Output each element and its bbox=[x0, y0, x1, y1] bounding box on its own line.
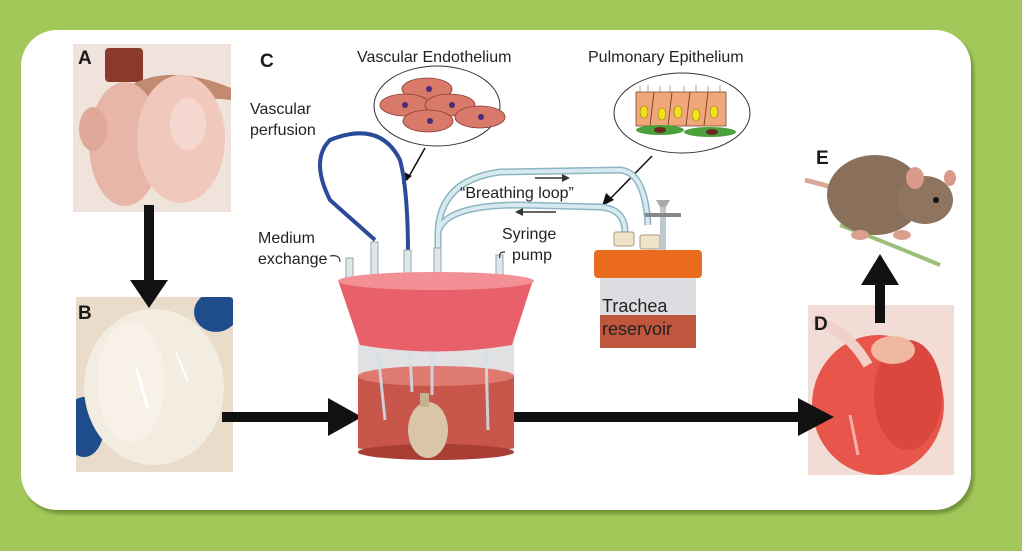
photo-native-lung bbox=[73, 44, 231, 212]
photo-regenerated-lung bbox=[808, 305, 954, 475]
label-syringe-pump-2: pump bbox=[512, 247, 553, 264]
photo-decellularized-lung bbox=[76, 297, 233, 472]
label-pulmonary-epithelium: Pulmonary Epithelium bbox=[588, 49, 744, 66]
label-vascular-perfusion-2: perfusion bbox=[250, 122, 316, 139]
epithelial-cells bbox=[635, 85, 736, 137]
photo-rat bbox=[800, 140, 960, 270]
panel-letter-a: A bbox=[78, 48, 92, 69]
vascular-perfusion-tubing bbox=[318, 131, 410, 256]
native-lung-illustration bbox=[79, 48, 231, 206]
arrow-a-to-b bbox=[130, 205, 168, 308]
panel-letter-c: C bbox=[260, 51, 274, 72]
trachea-reservoir bbox=[594, 200, 702, 348]
panel-letter-e: E bbox=[816, 148, 829, 169]
arrow-b-to-c bbox=[222, 398, 362, 436]
rat-illustration bbox=[804, 155, 956, 267]
bioreactor-lid bbox=[338, 272, 534, 352]
regenerated-lung-illustration bbox=[811, 315, 944, 475]
label-medium-exchange-1: Medium bbox=[258, 230, 315, 247]
arrow-c-to-d bbox=[512, 398, 834, 436]
label-vascular-endothelium: Vascular Endothelium bbox=[357, 49, 512, 66]
label-medium-exchange-2: exchange bbox=[258, 251, 328, 268]
label-syringe-pump-1: Syringe bbox=[502, 226, 557, 243]
arrow-d-to-e bbox=[861, 254, 899, 323]
panel-letter-d: D bbox=[814, 314, 828, 335]
panel-letter-b: B bbox=[78, 303, 92, 324]
label-trachea-reservoir-2: reservoir bbox=[602, 319, 673, 339]
label-breathing-loop: “Breathing loop” bbox=[460, 185, 574, 202]
lung-scaffold-in-chamber bbox=[408, 393, 448, 458]
label-vascular-perfusion-1: Vascular bbox=[250, 101, 312, 118]
decellularized-lung-illustration bbox=[76, 297, 233, 465]
label-trachea-reservoir-1: Trachea bbox=[602, 296, 668, 316]
